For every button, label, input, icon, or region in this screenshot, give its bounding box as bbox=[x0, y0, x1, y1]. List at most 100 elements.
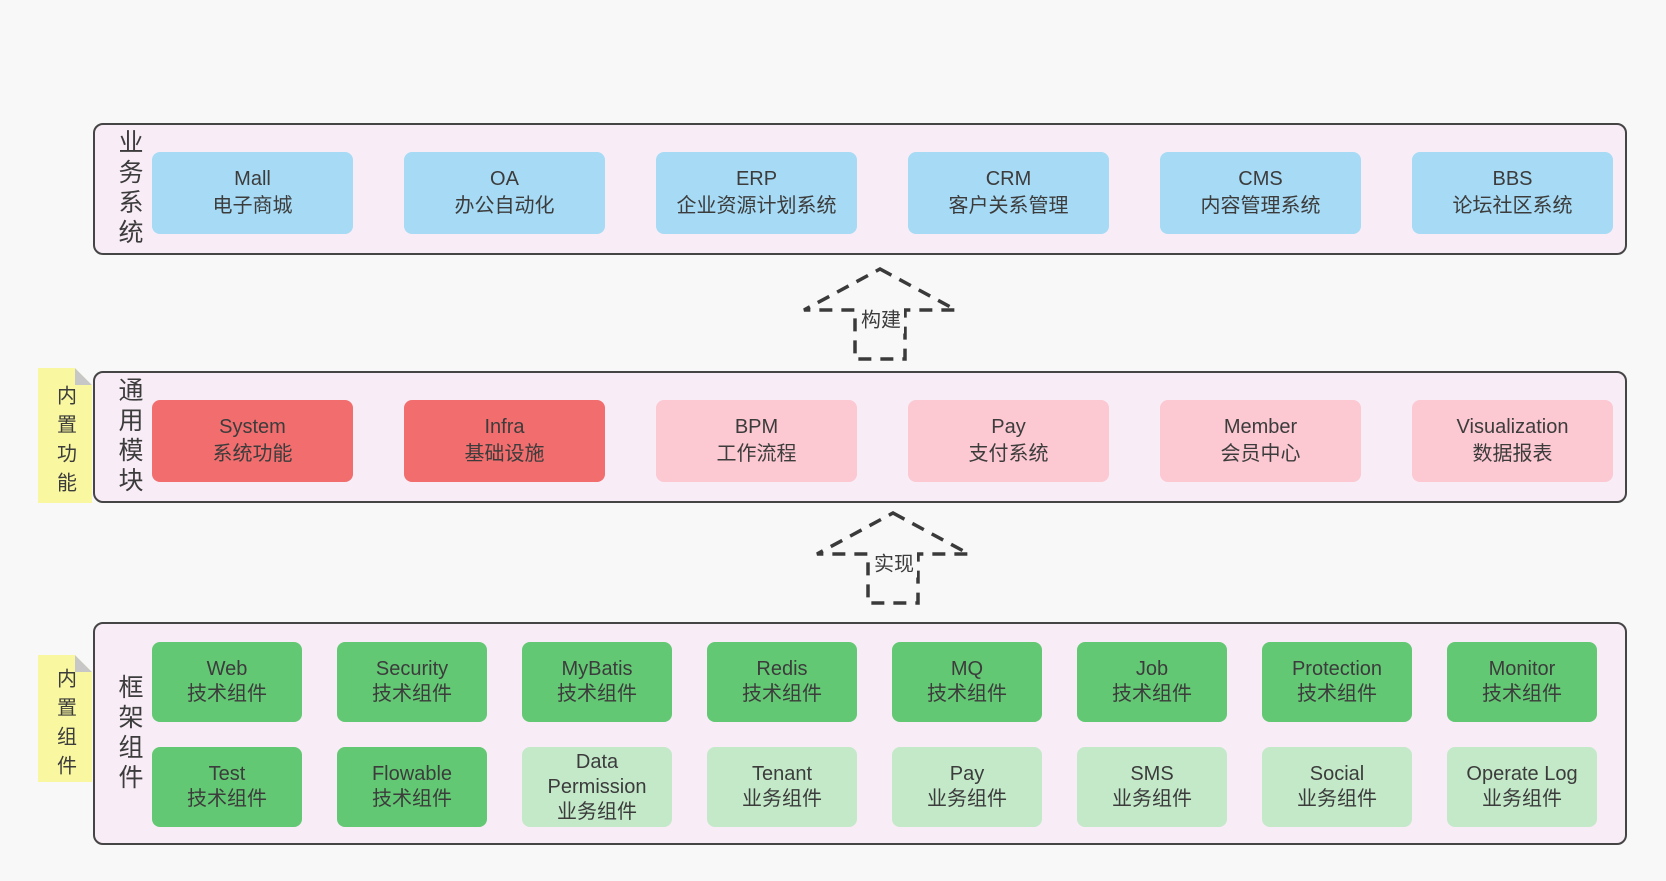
box-mall: Mall 电子商城 bbox=[152, 152, 353, 234]
box-visualization: Visualization 数据报表 bbox=[1412, 400, 1613, 482]
box-subtitle: 客户关系管理 bbox=[948, 195, 1069, 217]
box-infra: Infra 基础设施 bbox=[404, 400, 605, 482]
dashed-up-arrow-icon bbox=[816, 511, 970, 605]
box-crm: CRM 客户关系管理 bbox=[908, 152, 1109, 234]
sticky-fold-corner-icon bbox=[75, 368, 92, 385]
box-security: Security 技术组件 bbox=[337, 642, 487, 722]
box-subtitle: 论坛社区系统 bbox=[1452, 195, 1573, 217]
box-title: Test bbox=[208, 763, 246, 785]
box-bbs: BBS 论坛社区系统 bbox=[1412, 152, 1613, 234]
box-subtitle: 业务组件 bbox=[927, 788, 1007, 810]
box-subtitle: 技术组件 bbox=[742, 683, 822, 705]
common-modules-row: System 系统功能 Infra 基础设施 BPM 工作流程 Pay 支付系统 Member 会… bbox=[152, 400, 1613, 482]
box-subtitle: 内容管理系统 bbox=[1200, 195, 1321, 217]
sticky-note-built-in-features: 内置功能 bbox=[38, 368, 92, 503]
panel-label: 框架组件 bbox=[115, 673, 143, 794]
box-subtitle: 基础设施 bbox=[464, 443, 545, 465]
box-job: Job 技术组件 bbox=[1077, 642, 1227, 722]
arrow-label-build: 构建 bbox=[858, 302, 904, 334]
box-subtitle: 技术组件 bbox=[927, 683, 1007, 705]
box-web: Web 技术组件 bbox=[152, 642, 302, 722]
box-subtitle: 技术组件 bbox=[372, 683, 452, 705]
box-pay: Pay 业务组件 bbox=[892, 747, 1042, 827]
box-title: Data Permission bbox=[547, 750, 647, 798]
box-subtitle: 技术组件 bbox=[1112, 683, 1192, 705]
box-member: Member 会员中心 bbox=[1160, 400, 1361, 482]
box-erp: ERP 企业资源计划系统 bbox=[656, 152, 857, 234]
box-oa: OA 办公自动化 bbox=[404, 152, 605, 234]
box-subtitle: 支付系统 bbox=[968, 443, 1049, 465]
business-systems-row: Mall 电子商城 OA 办公自动化 ERP 企业资源计划系统 CRM 客户关系管理 CMS 内容… bbox=[152, 152, 1613, 234]
box-subtitle: 业务组件 bbox=[742, 788, 822, 810]
box-sms: SMS 业务组件 bbox=[1077, 747, 1227, 827]
panel-common-modules: 通用模块 System 系统功能 Infra 基础设施 BPM 工作流程 Pay 支付系统 Me… bbox=[93, 371, 1627, 503]
panel-label: 业务系统 bbox=[115, 129, 143, 249]
box-title: SMS bbox=[1130, 763, 1174, 785]
box-title: ERP bbox=[735, 168, 778, 190]
box-title: Pay bbox=[949, 763, 985, 785]
box-title: Visualization bbox=[1456, 416, 1569, 438]
arrow-label-implement: 实现 bbox=[871, 546, 917, 578]
box-subtitle: 业务组件 bbox=[557, 800, 637, 823]
box-mybatis: MyBatis 技术组件 bbox=[522, 642, 672, 722]
box-title: CMS bbox=[1238, 168, 1283, 190]
box-title: Protection bbox=[1291, 658, 1383, 680]
box-subtitle: 业务组件 bbox=[1112, 788, 1192, 810]
box-title: Social bbox=[1309, 763, 1365, 785]
box-subtitle: 办公自动化 bbox=[454, 195, 555, 217]
box-title: Monitor bbox=[1488, 658, 1556, 680]
box-subtitle: 技术组件 bbox=[1297, 683, 1377, 705]
sticky-note-label: 内置功能 bbox=[53, 384, 76, 501]
box-title: MyBatis bbox=[561, 658, 633, 680]
box-title: Redis bbox=[756, 658, 808, 680]
box-title: Infra bbox=[484, 416, 525, 438]
box-subtitle: 系统功能 bbox=[212, 443, 293, 465]
box-test: Test 技术组件 bbox=[152, 747, 302, 827]
box-protection: Protection 技术组件 bbox=[1262, 642, 1412, 722]
box-title: BPM bbox=[734, 416, 779, 438]
box-title: Job bbox=[1135, 658, 1169, 680]
box-subtitle: 技术组件 bbox=[1482, 683, 1562, 705]
box-subtitle: 技术组件 bbox=[372, 788, 452, 810]
box-redis: Redis 技术组件 bbox=[707, 642, 857, 722]
box-subtitle: 会员中心 bbox=[1220, 443, 1301, 465]
box-monitor: Monitor 技术组件 bbox=[1447, 642, 1597, 722]
sticky-fold-corner-icon bbox=[75, 655, 92, 672]
box-social: Social 业务组件 bbox=[1262, 747, 1412, 827]
box-subtitle: 电子商城 bbox=[212, 195, 293, 217]
box-subtitle: 数据报表 bbox=[1472, 443, 1553, 465]
box-subtitle: 技术组件 bbox=[187, 683, 267, 705]
box-subtitle: 技术组件 bbox=[557, 683, 637, 705]
box-title: Member bbox=[1223, 416, 1298, 438]
box-title: Pay bbox=[991, 416, 1026, 438]
box-title: Mall bbox=[234, 168, 271, 190]
dashed-up-arrow-icon bbox=[803, 267, 957, 361]
box-title: Security bbox=[375, 658, 449, 680]
box-bpm: BPM 工作流程 bbox=[656, 400, 857, 482]
box-subtitle: 工作流程 bbox=[716, 443, 797, 465]
box-subtitle: 企业资源计划系统 bbox=[676, 195, 837, 217]
box-title: OA bbox=[490, 168, 519, 190]
box-subtitle: 业务组件 bbox=[1482, 788, 1562, 810]
box-title: CRM bbox=[985, 168, 1032, 190]
panel-label: 通用模块 bbox=[115, 377, 143, 497]
box-cms: CMS 内容管理系统 bbox=[1160, 152, 1361, 234]
box-title: System bbox=[219, 416, 286, 438]
box-title: BBS bbox=[1492, 168, 1533, 190]
box-subtitle: 业务组件 bbox=[1297, 788, 1377, 810]
box-subtitle: 技术组件 bbox=[187, 788, 267, 810]
panel-business-systems: 业务系统 Mall 电子商城 OA 办公自动化 ERP 企业资源计划系统 CRM 客户关系管理… bbox=[93, 123, 1627, 255]
box-pay: Pay 支付系统 bbox=[908, 400, 1109, 482]
box-system: System 系统功能 bbox=[152, 400, 353, 482]
box-title: Web bbox=[206, 658, 248, 680]
sticky-note-label: 内置组件 bbox=[53, 667, 76, 784]
